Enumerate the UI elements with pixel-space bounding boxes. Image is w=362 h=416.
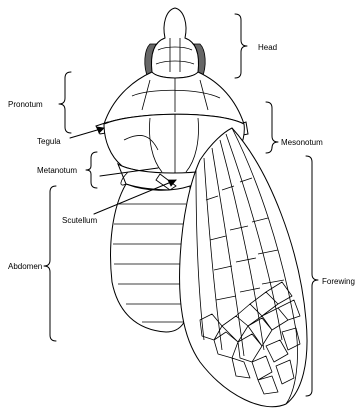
label-abdomen: Abdomen: [8, 262, 42, 271]
metanotum-bracket: [86, 152, 97, 188]
head-bracket: [235, 14, 247, 78]
label-metanotum: Metanotum: [37, 166, 77, 175]
abdomen-shape: [111, 184, 190, 332]
pronotum-bracket: [59, 72, 71, 133]
label-mesonotum: Mesonotum: [281, 138, 323, 147]
label-head: Head: [258, 43, 277, 52]
label-forewing: Forewing: [322, 277, 355, 286]
mesonotum-bracket: [266, 102, 278, 153]
forewing-bracket: [306, 156, 318, 396]
forewing-shape: [180, 128, 307, 407]
label-scutellum: Scutellum: [62, 216, 97, 225]
head-shape: [152, 8, 199, 78]
abdomen-bracket: [44, 186, 56, 341]
label-pronotum: Pronotum: [8, 100, 43, 109]
insect-illustration: [96, 8, 307, 407]
label-tegula: Tegula: [37, 137, 61, 146]
